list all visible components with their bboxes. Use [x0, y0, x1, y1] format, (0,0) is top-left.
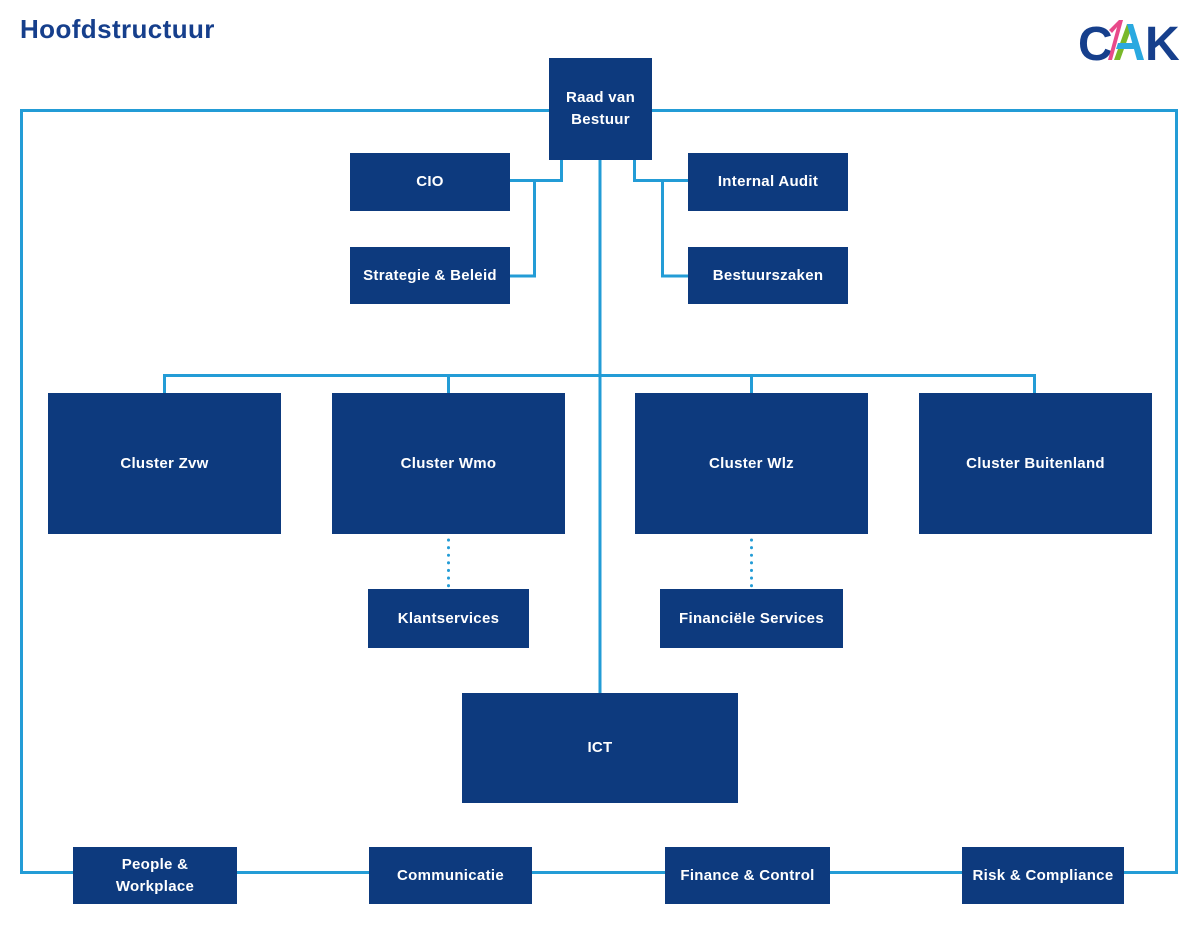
org-node-people-workplace: People & Workplace — [73, 847, 237, 904]
node-label: Financiële Services — [679, 609, 824, 627]
page-title: Hoofdstructuur — [20, 14, 215, 44]
org-node-klantservices: Klantservices — [368, 589, 529, 648]
node-label: ICT — [587, 739, 613, 757]
node-label: Risk & Compliance — [972, 866, 1114, 884]
org-node-finance-control: Finance & Control — [665, 847, 830, 904]
node-label: Strategie & Beleid — [363, 266, 497, 284]
node-label: Cluster Buitenland — [966, 454, 1105, 472]
org-node-raad-van-bestuur: Raad van Bestuur — [549, 58, 652, 160]
node-label: Bestuurszaken — [712, 266, 824, 284]
node-label: Cluster Wmo — [400, 454, 497, 472]
logo-one-pink-flag — [1109, 20, 1123, 33]
node-label: Finance & Control — [680, 866, 815, 884]
node-label: Cluster Wlz — [709, 454, 794, 472]
node-label: CIO — [416, 173, 444, 191]
node-label: Internal Audit — [717, 173, 819, 191]
org-node-cio: CIO — [350, 153, 510, 211]
org-node-financiele-services: Financiële Services — [660, 589, 843, 648]
node-label: People & Workplace — [115, 855, 195, 895]
logo-one-pink-stroke — [1108, 20, 1123, 60]
node-label: Klantservices — [397, 609, 500, 627]
org-node-cluster-zvw: Cluster Zvw — [48, 393, 281, 534]
org-node-cluster-buitenland: Cluster Buitenland — [919, 393, 1152, 534]
logo-a-cyan-crossbar — [1116, 43, 1138, 49]
logo-a-cyan-leg — [1127, 24, 1144, 60]
cak-logo: C K — [1078, 15, 1180, 71]
org-node-bestuurszaken: Bestuurszaken — [688, 247, 848, 304]
org-node-cluster-wmo: Cluster Wmo — [332, 393, 565, 534]
org-node-cluster-wlz: Cluster Wlz — [635, 393, 868, 534]
org-node-ict: ICT — [462, 693, 738, 803]
logo-letter-c: C — [1078, 18, 1113, 71]
org-node-risk-compliance: Risk & Compliance — [962, 847, 1124, 904]
node-label: Cluster Zvw — [120, 454, 209, 472]
org-node-communicatie: Communicatie — [369, 847, 532, 904]
org-node-strategie-beleid: Strategie & Beleid — [350, 247, 510, 304]
logo-letter-k: K — [1145, 18, 1180, 71]
node-label: Communicatie — [397, 866, 504, 884]
node-label: Raad van Bestuur — [565, 89, 636, 128]
logo-a-green-stroke — [1114, 24, 1133, 60]
org-node-internal-audit: Internal Audit — [688, 153, 848, 211]
